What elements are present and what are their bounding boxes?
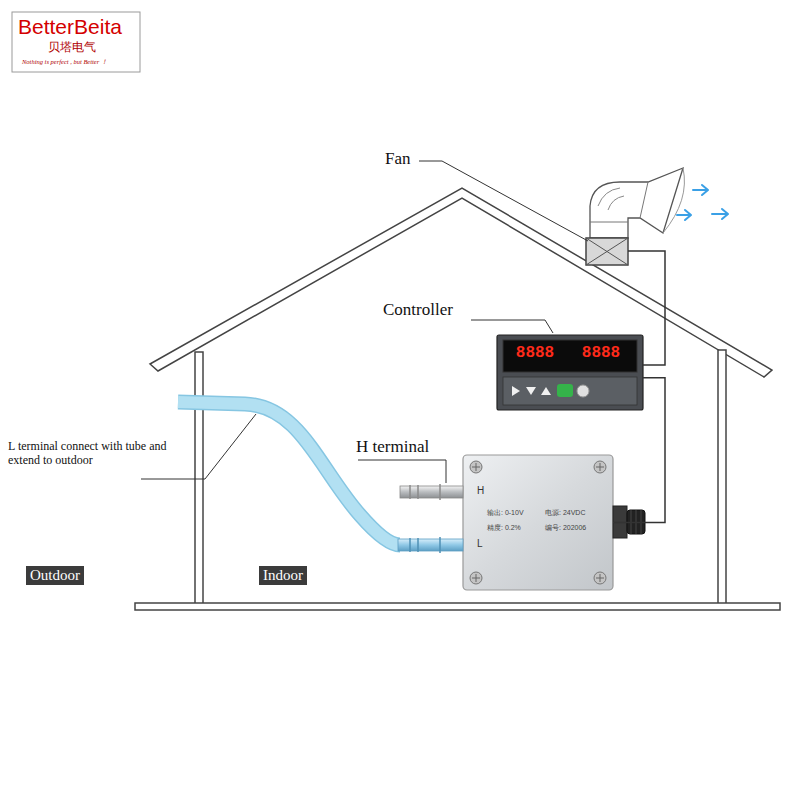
region-label: Outdoor: [26, 566, 84, 585]
house-outline: [195, 352, 203, 604]
pressure-tube: [178, 402, 400, 545]
fan-node: Fan: [586, 238, 628, 265]
tube-callout: L terminal connect with tube and extend …: [8, 440, 193, 468]
signal-wire: [613, 378, 665, 523]
controller-callout: Controller: [383, 300, 453, 320]
h-port: [410, 484, 440, 500]
screw-slot: [472, 463, 604, 582]
transmitter-node: H L 输出: 0-10V 电源: 24VDC 精度: 0.2% 编号: 202006: [463, 455, 613, 590]
screw: [470, 461, 482, 473]
screw-slot: [596, 463, 604, 471]
fan-box: [586, 238, 628, 265]
fan-duct: [640, 182, 648, 218]
spec-text: 输出: 0-10V: [487, 509, 524, 517]
controller-unit: [541, 387, 551, 395]
spec-text: 编号: 202006: [545, 524, 586, 532]
house-outline: [135, 188, 780, 610]
controller-unit: [577, 385, 589, 397]
fan-duct: [590, 168, 684, 238]
fan-duct: [663, 168, 684, 233]
fan-callout: Fan: [385, 149, 411, 169]
region-label: Indoor: [259, 566, 307, 585]
controller-unit: [512, 386, 520, 396]
port-letter: L: [477, 538, 483, 550]
house-outline: [135, 603, 780, 610]
controller-unit: [497, 335, 643, 410]
fan-duct: [590, 222, 628, 223]
pressure-transmitter: [463, 455, 645, 590]
brand-chinese: 贝塔电气: [48, 41, 96, 55]
screw-slot: [472, 463, 480, 471]
screw: [594, 461, 606, 473]
logo-frame: [12, 12, 140, 72]
leader-line: [471, 320, 553, 333]
controller-unit: [503, 377, 637, 405]
controller-node: Controller88888888: [497, 335, 643, 410]
logo-frame: [12, 12, 140, 72]
l-port: [398, 539, 463, 551]
house-outline: [150, 188, 772, 377]
pressure-transmitter: [631, 510, 641, 534]
h-terminal-callout: H terminal: [356, 437, 429, 457]
pressure-transmitter: [463, 455, 613, 590]
screw: [470, 572, 482, 584]
airflow-arrows: [712, 209, 728, 219]
screw-slot: [596, 574, 604, 582]
leader-line: [358, 460, 446, 483]
brand-logo: BetterBeita: [18, 15, 122, 39]
controller-unit: [503, 340, 637, 372]
screw: [594, 572, 606, 584]
screw-slot: [472, 574, 480, 582]
airflow-arrows: [693, 185, 708, 195]
fan-duct: [590, 168, 683, 238]
pressure-tube: [178, 402, 400, 545]
leader-line: [419, 161, 588, 241]
port-letter: H: [477, 485, 484, 497]
leader-line: [141, 161, 588, 483]
spec-text: 精度: 0.2%: [487, 524, 521, 532]
h-port: [400, 486, 463, 498]
led-digits: 8888: [505, 344, 565, 362]
pressure-transmitter: [627, 510, 645, 534]
fan-box: [586, 238, 628, 265]
airflow-arrows: [677, 185, 728, 220]
pressure-transmitter: [613, 506, 627, 538]
pressure-tube: [178, 402, 400, 545]
l-port: [410, 537, 440, 553]
house-outline: [718, 350, 726, 604]
airflow-arrows: [677, 210, 691, 220]
controller-unit: [557, 384, 573, 397]
signal-wire: [628, 251, 665, 365]
screw: [470, 461, 606, 584]
fan-box: [586, 238, 628, 265]
l-port: [398, 537, 463, 553]
fan-duct: [608, 196, 624, 210]
controller-unit: [526, 387, 536, 395]
fan-duct: [598, 188, 620, 206]
led-digits: 8888: [571, 344, 631, 362]
h-port: [400, 484, 463, 500]
spec-text: 电源: 24VDC: [545, 509, 585, 517]
controller-unit: [497, 335, 643, 410]
brand-slogan: Nothing is perfect , but Better ！: [22, 58, 108, 65]
